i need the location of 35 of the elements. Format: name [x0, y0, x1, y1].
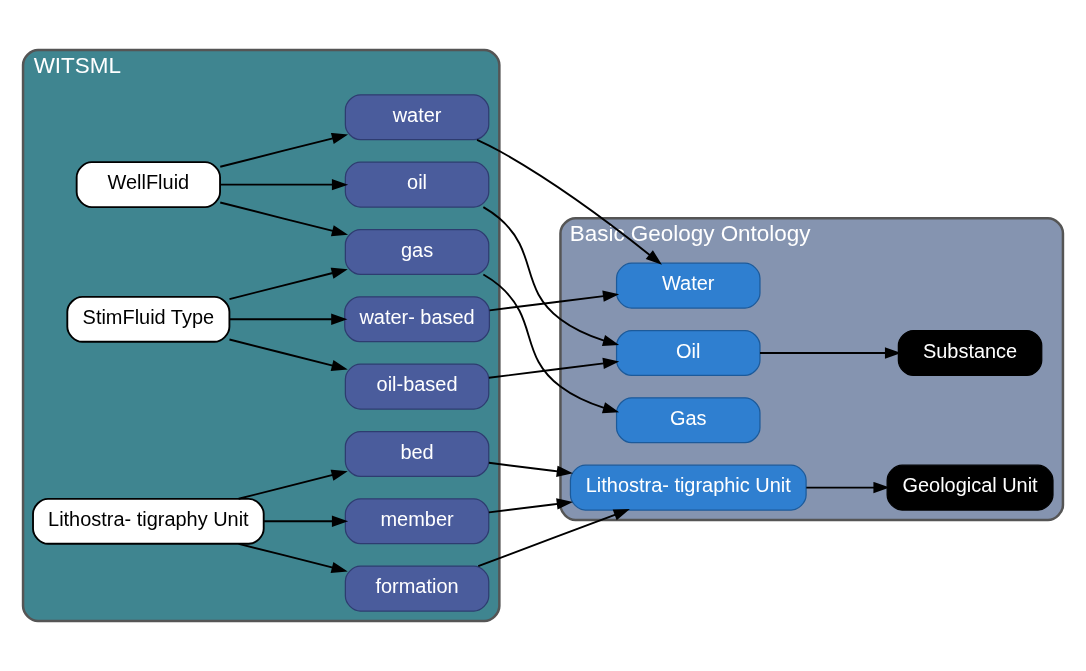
node-box: oil — [344, 161, 490, 208]
arrow — [487, 357, 620, 379]
node-box: Oil — [615, 329, 761, 377]
arrow — [488, 290, 620, 312]
arrow — [805, 481, 890, 494]
arrow — [487, 461, 573, 477]
node-box: Substance — [897, 329, 1043, 377]
node-box: water — [344, 94, 490, 141]
arrow — [263, 515, 349, 527]
arrow — [228, 313, 348, 325]
arrow — [237, 542, 348, 573]
arrow — [228, 338, 348, 371]
node-box: Lithostra- tigraphy Unit — [32, 497, 265, 545]
node-box: water- based — [344, 296, 490, 343]
arrow — [482, 273, 620, 414]
node-box: Geological Unit — [886, 464, 1054, 511]
arrow — [477, 509, 630, 567]
node-box: WellFluid — [75, 161, 221, 208]
node-box: oil-based — [344, 363, 490, 410]
arrow — [482, 206, 620, 346]
node-box: member — [344, 498, 490, 545]
arrow — [487, 498, 573, 514]
node-box: bed — [344, 430, 490, 478]
arrow — [237, 469, 348, 500]
node-box: Lithostra- tigraphic Unit — [569, 464, 807, 511]
arrow — [476, 138, 662, 265]
node-box: Gas — [615, 397, 761, 444]
node-box: formation — [344, 565, 490, 612]
node-box: StimFluid Type — [66, 295, 231, 343]
node-box: gas — [344, 228, 490, 276]
arrow — [228, 267, 348, 301]
arrow — [219, 132, 349, 168]
arrow — [219, 178, 349, 191]
node-box: Water — [615, 262, 761, 309]
arrow — [219, 201, 349, 237]
